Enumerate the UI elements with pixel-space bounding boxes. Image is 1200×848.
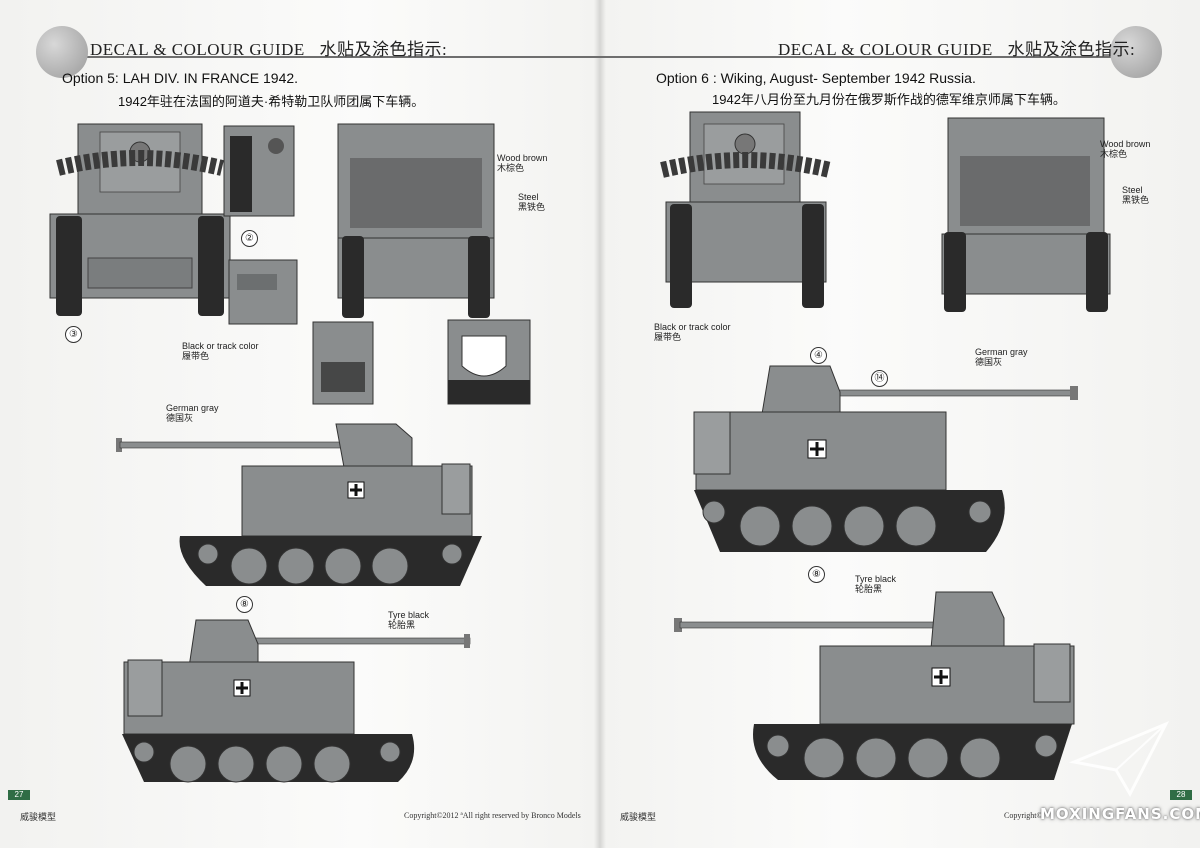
label-steel: Steel 黑铁色 [1122, 185, 1150, 205]
label-wood-brown: Wood brown 木棕色 [497, 153, 548, 173]
footer-brand: 威骏模型 [620, 813, 657, 823]
option-6-rear-view [941, 117, 1111, 312]
option-6-subtitle: 1942年八月份至九月份在俄罗斯作战的德军维京师属下车辆。 [712, 92, 1066, 107]
detail-inset-rear [312, 321, 374, 405]
option-5-subtitle: 1942年驻在法国的阿道夫·希特勒卫队师团属下车辆。 [118, 94, 425, 109]
label-black-track: Black or track color 履带色 [182, 341, 259, 361]
footer-brand: 威骏模型 [20, 813, 57, 823]
label-german-gray: German gray 德国灰 [166, 403, 219, 423]
option-5-rear-view [337, 123, 495, 318]
option-5-side-view-right [116, 423, 482, 586]
label-steel: Steel 黑铁色 [518, 192, 546, 212]
option-5-side-view-left [122, 619, 471, 783]
callout-8: ⑧ [236, 596, 253, 613]
callout-8: ⑧ [808, 566, 825, 583]
detail-inset-emblem [447, 319, 531, 405]
paper-plane-watermark-icon [1068, 721, 1170, 798]
option-6-side-view-left [693, 365, 1078, 552]
page-number-badge: 28 [1170, 790, 1192, 800]
header-title: DECAL & COLOUR GUIDE [778, 40, 993, 59]
label-tyre-black: Tyre black 轮胎黑 [388, 610, 430, 630]
option-6-side-view-right [674, 591, 1075, 780]
copyright-text: Copyright© [1004, 811, 1043, 820]
option-6-title: Option 6 : Wiking, August- September 194… [656, 70, 976, 86]
label-tyre-black: Tyre black 轮胎黑 [855, 574, 897, 594]
header-rule [600, 56, 1128, 58]
label-wood-brown: Wood brown 木棕色 [1100, 139, 1151, 159]
header-title: DECAL & COLOUR GUIDE [90, 40, 305, 59]
header-title-cn: 水贴及涂色指示: [319, 40, 448, 59]
detail-inset-tracks [223, 125, 295, 217]
callout-3: ③ [65, 326, 82, 343]
option-6-front-view [660, 111, 832, 308]
callout-14: ⑭ [871, 370, 888, 387]
right-page: DECAL & COLOUR GUIDE 水贴及涂色指示: Option 6 :… [600, 0, 1200, 848]
page-number-badge: 27 [8, 790, 30, 800]
page-header: DECAL & COLOUR GUIDE 水贴及涂色指示: [90, 35, 447, 60]
left-page: DECAL & COLOUR GUIDE 水贴及涂色指示: Option 5: … [8, 26, 600, 823]
header-circle-ornament [36, 26, 88, 78]
header-circle-ornament [1110, 26, 1162, 78]
option-5-title: Option 5: LAH DIV. IN FRANCE 1942. [62, 70, 299, 86]
copyright-text: Copyright©2012 ªAll right reserved by Br… [404, 811, 581, 820]
label-black-track: Black or track color 履带色 [654, 322, 731, 342]
detail-inset-hull [228, 259, 298, 325]
option-5-front-view [49, 123, 231, 316]
header-title-cn: 水贴及涂色指示: [1007, 40, 1136, 59]
page-header: DECAL & COLOUR GUIDE 水贴及涂色指示: [778, 35, 1135, 60]
label-german-gray: German gray 德国灰 [975, 347, 1028, 367]
callout-2: ② [241, 230, 258, 247]
callout-4: ④ [810, 347, 827, 364]
site-watermark: MOXINGFANS.COM [1040, 805, 1200, 823]
header-rule [70, 56, 600, 58]
